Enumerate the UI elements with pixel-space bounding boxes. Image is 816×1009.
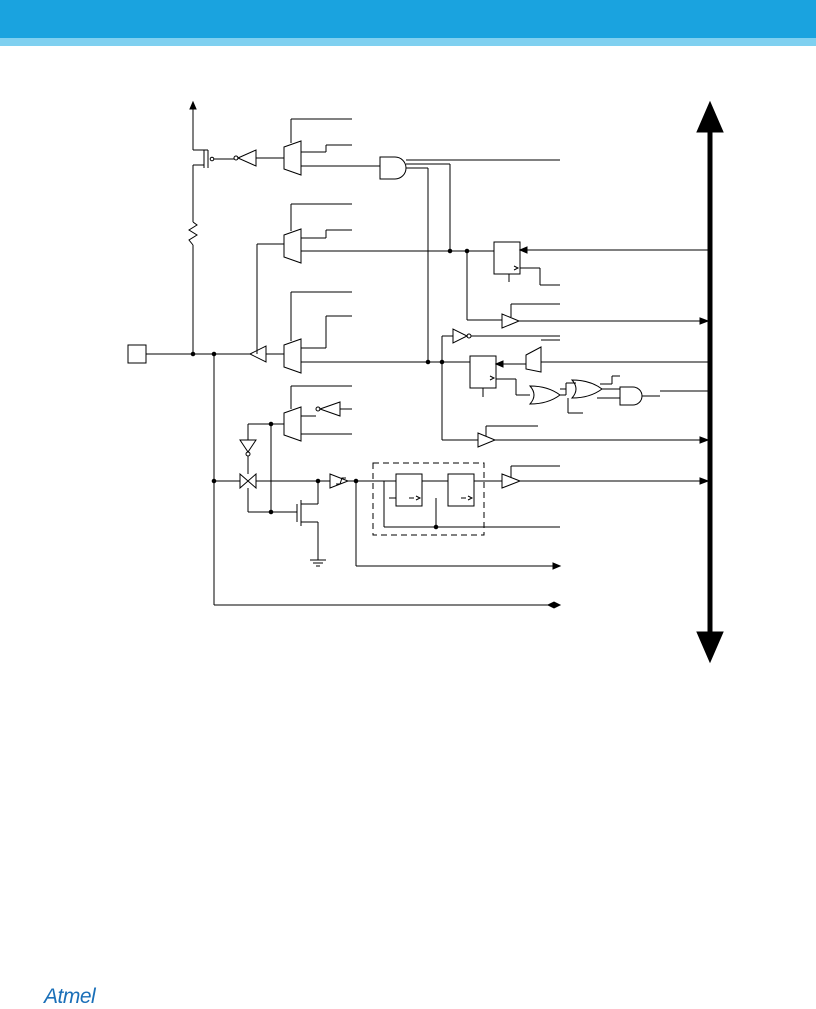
dff-1 bbox=[466, 241, 708, 321]
data-bus bbox=[696, 100, 724, 664]
dff-2-block bbox=[441, 328, 708, 440]
logic-gates bbox=[528, 375, 708, 414]
mux-2 bbox=[256, 203, 494, 354]
tristate-buffer-2 bbox=[442, 425, 710, 448]
input-stage bbox=[211, 354, 562, 609]
vcc-arrow bbox=[189, 100, 197, 110]
tristate-buffer-3 bbox=[501, 465, 710, 489]
mux-1 bbox=[256, 118, 380, 176]
brand-logo: Atmel bbox=[44, 985, 96, 1008]
pin-pad bbox=[127, 344, 147, 364]
pullup-path bbox=[188, 100, 257, 354]
and-gate bbox=[379, 156, 560, 362]
synchronizer bbox=[372, 462, 560, 536]
tristate-buffer-1 bbox=[501, 303, 710, 329]
header-band bbox=[0, 0, 816, 38]
mux-4 bbox=[268, 385, 352, 442]
mux-3 bbox=[248, 291, 470, 374]
header-stripe bbox=[0, 38, 816, 46]
